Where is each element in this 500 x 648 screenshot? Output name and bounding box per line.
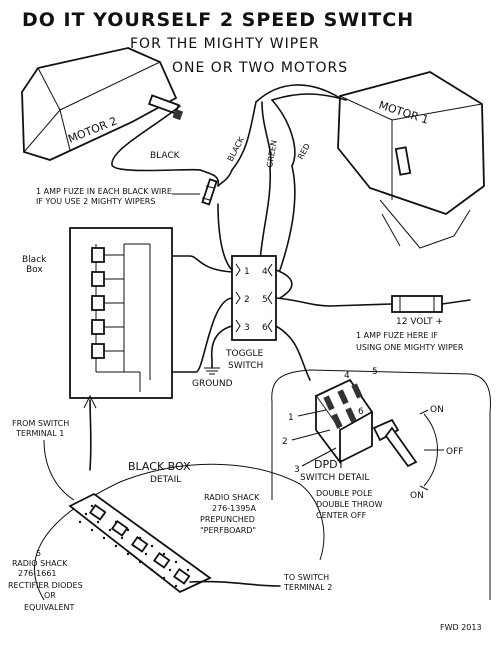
switch-terminal-2: 2 [244, 295, 250, 305]
switch-terminal-3: 3 [244, 323, 250, 333]
dpdt-title-line-2: SWITCH DETAIL [300, 473, 369, 483]
toggle-switch: 1 2 3 4 5 6 TOGGLE SWITCH [225, 255, 277, 371]
dpdt-detail: 4 5 1 2 3 6 ON OFF ON DPDT SWITCH DETAIL… [271, 367, 491, 600]
black-box: Black Box [22, 227, 173, 399]
fuse-single-line-2: USING ONE MIGHTY WIPER [356, 343, 464, 352]
black-box-detail-title-line-2: DETAIL [150, 475, 181, 485]
ground-label: GROUND [192, 379, 233, 389]
motor-2: MOTOR 2 [21, 47, 184, 161]
dpdt-desc-line-1: DOUBLE POLE [316, 489, 373, 498]
black-wire-label: BLACK [150, 151, 181, 161]
from-switch-line-1: FROM SWITCH [12, 419, 69, 428]
diodes-line-6: EQUIVALENT [24, 603, 74, 612]
switch-terminal-4: 4 [262, 267, 268, 277]
to-switch-line-2: TERMINAL 2 [283, 583, 332, 592]
dpdt-desc-line-3: CENTER OFF [316, 511, 367, 520]
toggle-switch-label-line-2: SWITCH [228, 361, 263, 371]
fuse-note-line-2: IF YOU USE 2 MIGHTY WIPERS [36, 197, 155, 206]
radio-shack-board-line-4: "PERFBOARD" [200, 526, 256, 535]
toggle-switch-label-line-1: TOGGLE [225, 349, 264, 359]
radio-shack-board-line-2: 276-1395A [212, 504, 257, 513]
switch-terminal-1: 1 [244, 267, 250, 277]
dpdt-terminal-4: 4 [344, 371, 350, 381]
dpdt-terminal-2: 2 [282, 437, 288, 447]
dpdt-terminal-3: 3 [294, 465, 300, 475]
black-wire-fuse [201, 178, 218, 206]
dpdt-off-label: OFF [446, 447, 463, 457]
dpdt-desc-line-2: DOUBLE THROW [316, 500, 383, 509]
fuse-note-line-1: 1 AMP FUZE IN EACH BLACK WIRE [36, 187, 172, 196]
diagram-subtitle: FOR THE MIGHTY WIPER [130, 36, 320, 52]
fuse-single-line-1: 1 AMP FUZE HERE IF [356, 331, 438, 340]
diodes-line-5: OR [44, 591, 56, 600]
black-box-label-line-1: Black [22, 255, 47, 265]
dpdt-on-top-label: ON [430, 405, 444, 415]
black-box-label-line-2: Box [26, 265, 43, 275]
diagram-title: DO IT YOURSELF 2 SPEED SWITCH [22, 9, 414, 31]
green-wire-label: GREEN [265, 139, 279, 168]
dpdt-terminal-1: 1 [288, 413, 294, 423]
dpdt-terminal-5: 5 [372, 367, 378, 377]
black-box-detail-title-line-1: BLACK BOX [128, 460, 191, 473]
dpdt-on-bottom-label: ON [410, 491, 424, 501]
red-wire-label: RED [296, 142, 312, 161]
radio-shack-board-line-3: PREPUNCHED [200, 515, 255, 524]
motor-wires: BLACK BLACK GREEN RED [111, 84, 347, 271]
diodes-line-2: RADIO SHACK [12, 559, 68, 568]
to-switch-line-1: TO SWITCH [283, 573, 329, 582]
dpdt-title-line-1: DPDT [314, 458, 345, 471]
diodes-line-3: 276-1661 [18, 569, 57, 578]
motor-1: MOTOR 1 [337, 71, 485, 249]
switch-terminal-6: 6 [262, 323, 268, 333]
diodes-line-1: 5 [36, 549, 41, 558]
from-switch-line-2: TERMINAL 1 [15, 429, 64, 438]
black-wire-label-2: BLACK [226, 135, 247, 163]
diagram-subtitle-motors: ONE OR TWO MOTORS [172, 60, 348, 76]
radio-shack-board-line-1: RADIO SHACK [204, 493, 260, 502]
signature: FWD 2013 [440, 623, 482, 632]
dpdt-terminal-6: 6 [358, 407, 364, 417]
volt-label: 12 VOLT + [396, 317, 443, 327]
switch-wires: GROUND [171, 203, 331, 389]
switch-terminal-5: 5 [262, 295, 268, 305]
black-box-detail: BLACK BOX DETAIL FROM SWITCH TERMINAL 1 … [8, 394, 332, 612]
power-fuse: 12 VOLT + 1 AMP FUZE HERE IF USING ONE M… [329, 295, 471, 352]
diodes-line-4: RECTIFIER DIODES [8, 581, 83, 590]
